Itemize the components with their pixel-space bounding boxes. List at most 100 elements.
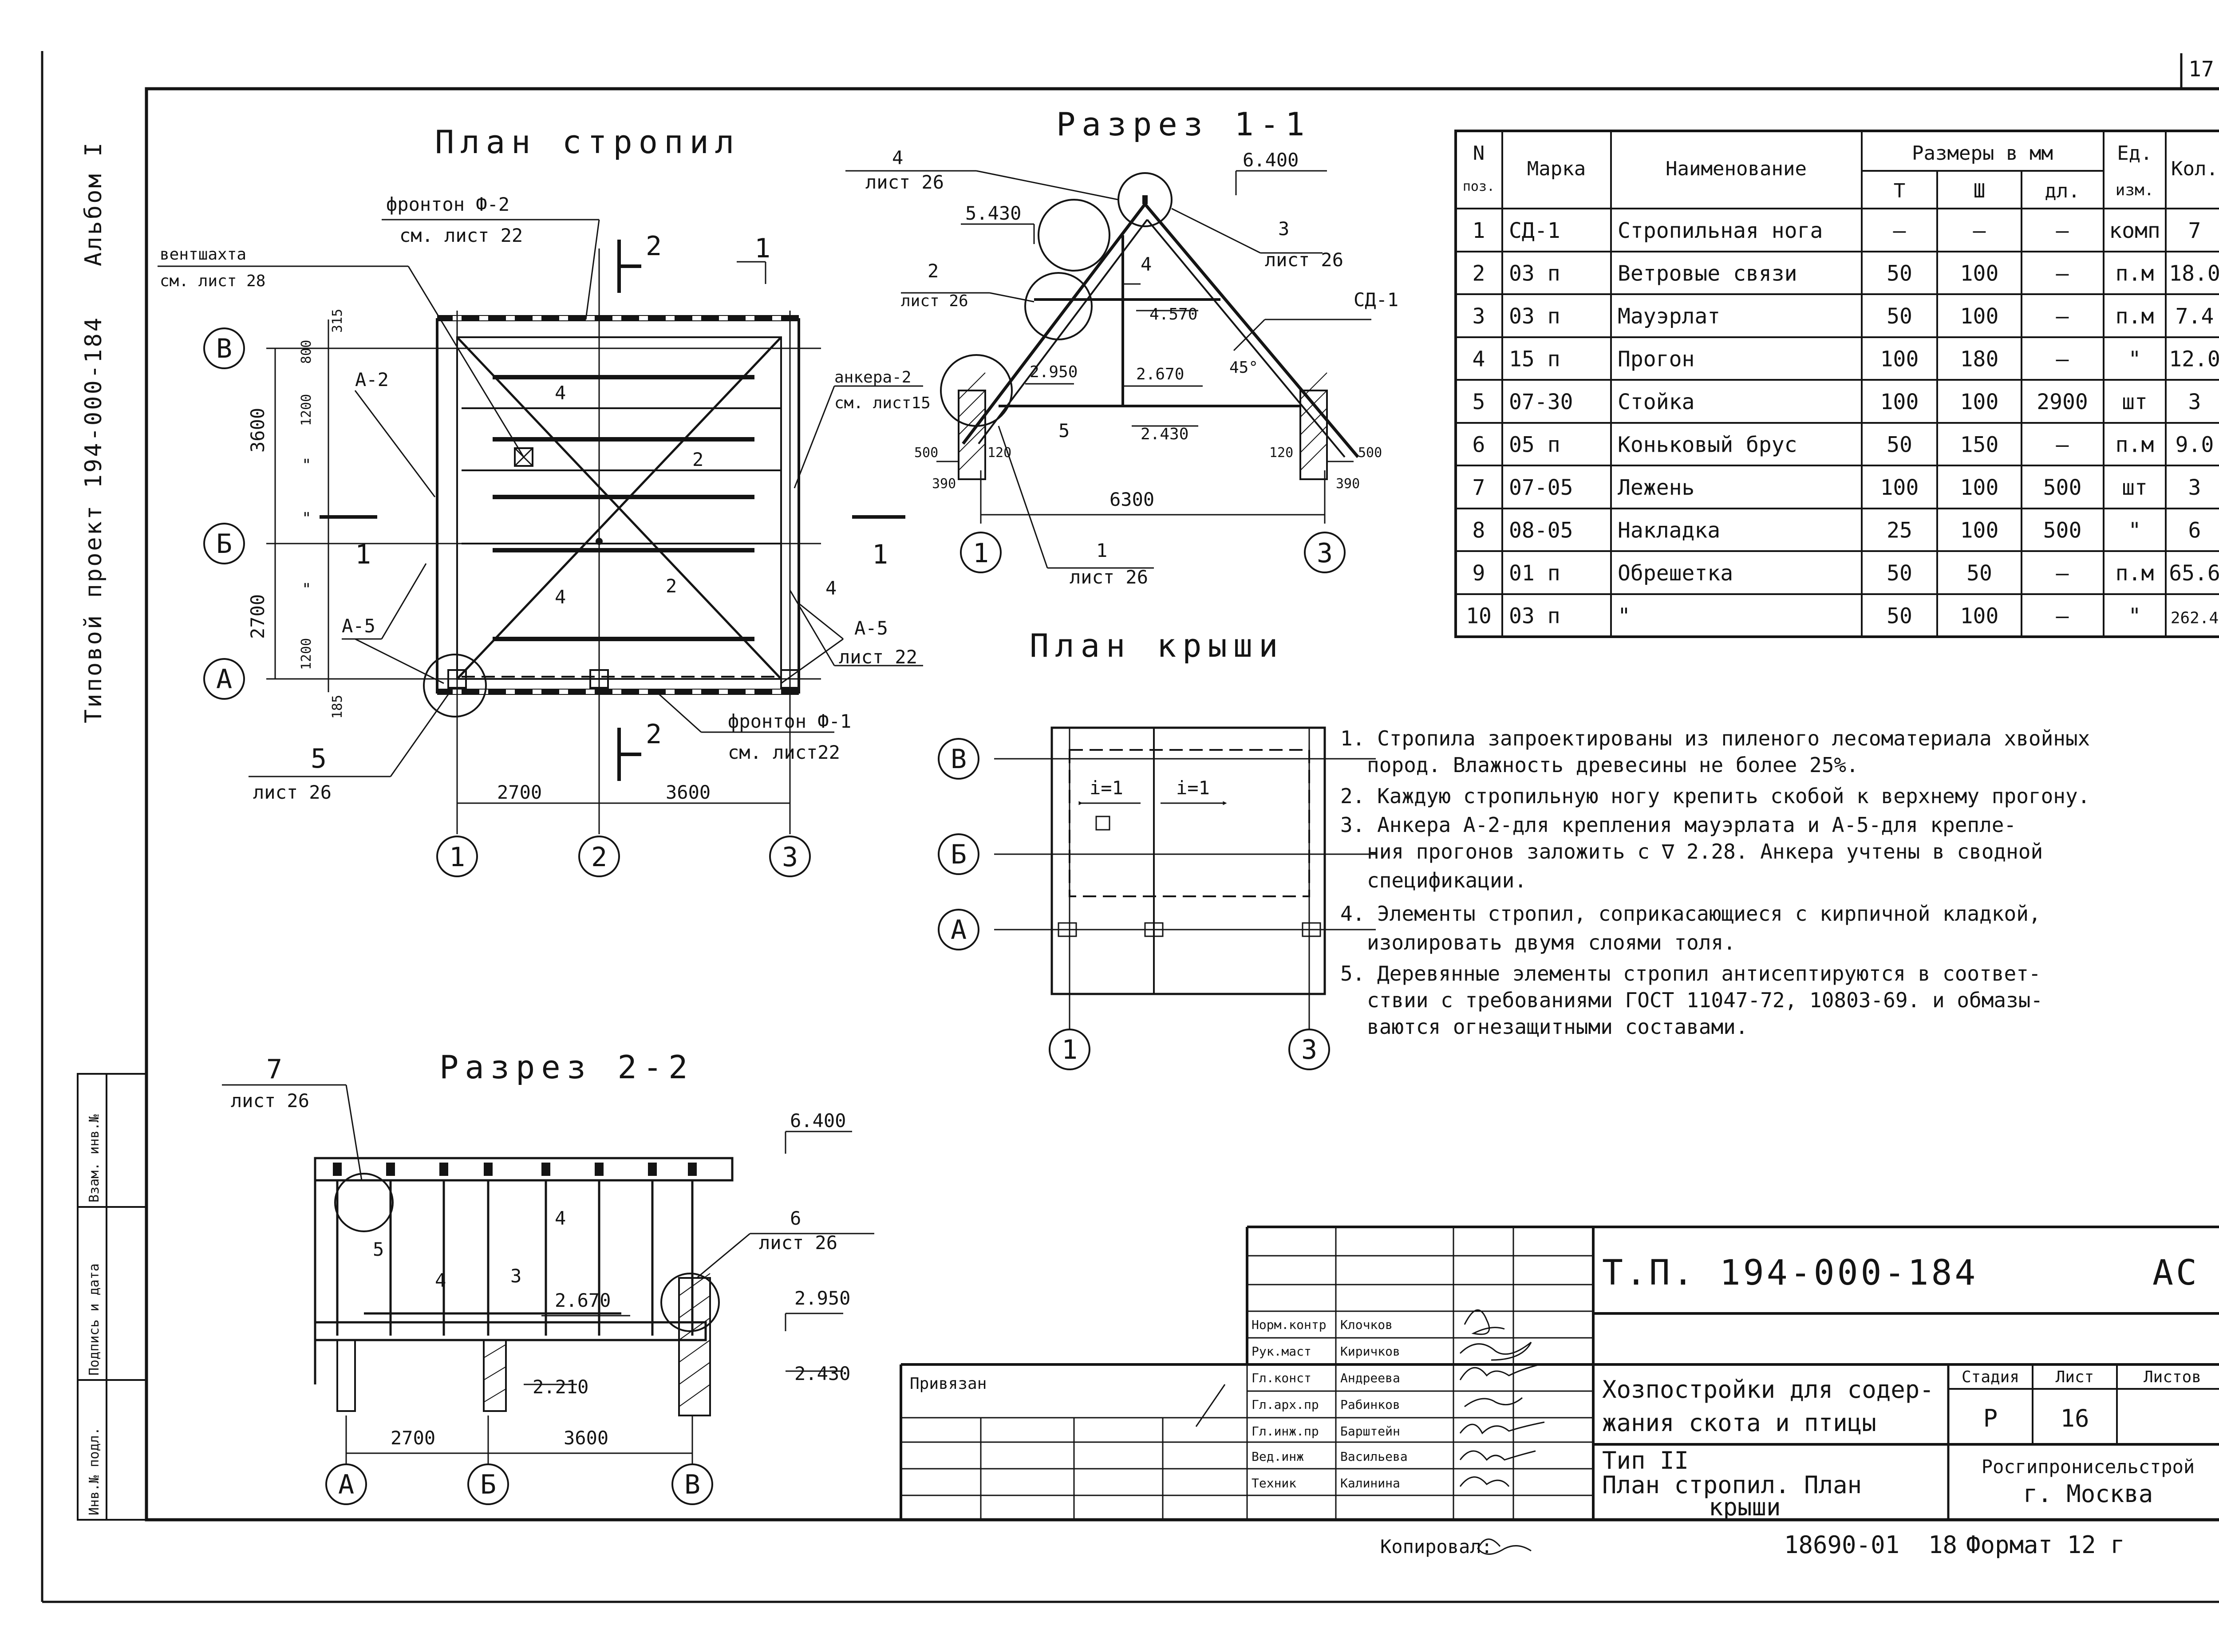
spec-h-sh: Ш xyxy=(1974,180,1986,202)
tb-name-6: Васильева xyxy=(1340,1449,1408,1464)
tb-stage: Р xyxy=(1983,1404,1998,1432)
spec-cell-mark: 07-30 xyxy=(1509,390,1573,414)
s22-mark-3: 3 xyxy=(510,1265,521,1287)
s22-level-6400: 6.400 xyxy=(790,1110,846,1132)
s11-level-2670: 2.670 xyxy=(1136,365,1184,383)
spec-cell-unit: " xyxy=(2128,604,2141,629)
spec-h-poz: поз. xyxy=(1463,179,1495,194)
plan-section-mark-1: 1 xyxy=(754,233,770,264)
section-22-title: Разрез 2-2 xyxy=(439,1049,694,1086)
spec-h-unit2: изм. xyxy=(2116,181,2154,199)
note-line-8: изолировать двумя слоями толя. xyxy=(1367,930,1736,954)
spec-cell-n: 7 xyxy=(1473,475,1485,500)
dim-ditto-2: " xyxy=(302,509,312,528)
note-line-1: 1. Стропила запроектированы из пиленого … xyxy=(1340,726,2090,750)
spec-cell-mark: 03 п xyxy=(1509,261,1560,286)
s11-callout-4: 4 xyxy=(892,147,903,169)
spec-cell-sh: 100 xyxy=(1960,261,1999,286)
spec-cell-name: Лежень xyxy=(1618,475,1694,500)
s22-dim-3600: 3600 xyxy=(564,1427,608,1449)
roof-axis-b: Б xyxy=(951,839,967,870)
spec-cell-dl: — xyxy=(2056,218,2069,243)
spec-cell-dl: — xyxy=(2056,561,2069,586)
spec-cell-n: 8 xyxy=(1473,518,1485,543)
spec-h-qty: Кол. xyxy=(2171,158,2218,180)
spec-cell-qty: 12.0 xyxy=(2169,347,2219,372)
page-number: 17 xyxy=(2188,57,2214,82)
spec-table: N поз. Марка Наименование Размеры в мм Т… xyxy=(1454,130,2219,638)
spec-cell-unit: п.м xyxy=(2116,304,2154,329)
spec-cell-mark: 03 п xyxy=(1509,304,1560,329)
spec-cell-dl: 500 xyxy=(2043,518,2082,543)
tb-role-1: Норм.контр xyxy=(1252,1317,1327,1332)
s11-sd1: СД-1 xyxy=(1354,289,1398,311)
tb-object-1: Хозпостройки для содер- xyxy=(1602,1376,1934,1404)
spec-cell-t: — xyxy=(1893,218,1906,243)
s11-level-5430: 5.430 xyxy=(965,202,1021,224)
footer-order: 18690-01 xyxy=(1784,1531,1899,1559)
note-line-2: пород. Влажность древесины не более 25%. xyxy=(1367,753,1859,777)
plan-callout-5-ref: лист 26 xyxy=(253,781,332,803)
s11-axis-1: 1 xyxy=(973,538,989,569)
s11-dim-500r: 500 xyxy=(1358,445,1382,461)
spec-cell-sh: 100 xyxy=(1960,304,1999,329)
spec-cell-n: 9 xyxy=(1473,561,1485,586)
plan-mark-2-bottom: 2 xyxy=(666,575,677,597)
spec-cell-dl: — xyxy=(2056,604,2069,629)
spec-cell-n: 4 xyxy=(1473,347,1485,372)
plan-section-1-right: 1 xyxy=(872,539,888,570)
note-line-5: ния прогонов заложить с ∇ 2.28. Анкера у… xyxy=(1367,840,2043,863)
plan-section-1-left: 1 xyxy=(355,539,371,570)
tb-sheet-header: Лист xyxy=(2056,1368,2094,1386)
s22-level-2430: 2.430 xyxy=(794,1363,850,1384)
tb-role-3: Гл.конст xyxy=(1252,1371,1311,1385)
s22-level-2950: 2.950 xyxy=(794,1287,850,1309)
plan-section-mark-2-bottom: 2 xyxy=(646,719,662,750)
roof-axis-3: 3 xyxy=(1301,1034,1317,1065)
s11-dim-120l: 120 xyxy=(987,445,1011,461)
note-line-7: 4. Элементы стропил, соприкасающиеся с к… xyxy=(1340,902,2041,926)
spec-cell-name: Прогон xyxy=(1618,347,1694,372)
note-line-9: 5. Деревянные элементы стропил антисепти… xyxy=(1340,962,2041,986)
tb-org-1: Росгипронисельстрой xyxy=(1982,1456,2195,1478)
spec-cell-unit: " xyxy=(2128,347,2141,372)
title-block: Т.П. 194-000-184 АС Привязан Норм.контр … xyxy=(900,1226,2219,1521)
roof-axis-a: А xyxy=(951,915,967,946)
tb-name-2: Киричков xyxy=(1340,1344,1400,1359)
plan-roof-title: План крыши xyxy=(1030,627,1284,664)
dim-2700v: 2700 xyxy=(247,594,268,639)
s11-callout-3: 3 xyxy=(1278,218,1289,240)
note-line-6: спецификации. xyxy=(1367,868,1527,892)
spec-cell-t: 25 xyxy=(1887,518,1912,543)
s11-callout-1-ref: лист 26 xyxy=(1070,566,1148,588)
dim-1200a: 1200 xyxy=(299,394,314,426)
spec-cell-sh: 100 xyxy=(1960,475,1999,500)
note-line-4: 3. Анкера А-2-для крепления мауэрлата и … xyxy=(1340,813,2016,837)
note-line-3: 2. Каждую стропильную ногу крепить скобо… xyxy=(1340,784,2090,808)
tb-bound: Привязан xyxy=(910,1375,987,1393)
dim-3600: 3600 xyxy=(666,781,711,803)
spec-cell-dl: 500 xyxy=(2043,475,2082,500)
spec-cell-name: " xyxy=(1618,604,1631,629)
tb-name-7: Калинина xyxy=(1340,1476,1400,1490)
spec-cell-mark: 05 п xyxy=(1509,433,1560,457)
s22-axis-a: А xyxy=(338,1469,354,1500)
plan-mark-4-top: 4 xyxy=(555,382,566,404)
dim-ditto-3: " xyxy=(302,580,312,599)
spec-cell-mark: СД-1 xyxy=(1509,218,1560,243)
spec-cell-mark: 07-05 xyxy=(1509,475,1573,500)
spec-cell-sh: 100 xyxy=(1960,390,1999,414)
plan-fronton-bottom-ref: см. лист22 xyxy=(728,741,840,763)
spec-h-mark: Марка xyxy=(1527,158,1586,180)
s11-callout-2-ref: лист 26 xyxy=(901,292,968,310)
footer-format: Формат 12 г xyxy=(1966,1531,2125,1559)
spec-cell-t: 100 xyxy=(1880,347,1919,372)
spec-cell-t: 50 xyxy=(1887,433,1912,457)
s11-dim-500l: 500 xyxy=(914,445,938,461)
stamp-inv-podl: Инв.№ подл. xyxy=(87,1427,102,1515)
note-line-10: ствии с требованиями ГОСТ 11047-72, 1080… xyxy=(1367,988,2043,1012)
spec-cell-mark: 15 п xyxy=(1509,347,1560,372)
s22-level-2670: 2.670 xyxy=(555,1289,611,1311)
tb-name-4: Рабинков xyxy=(1340,1397,1400,1412)
